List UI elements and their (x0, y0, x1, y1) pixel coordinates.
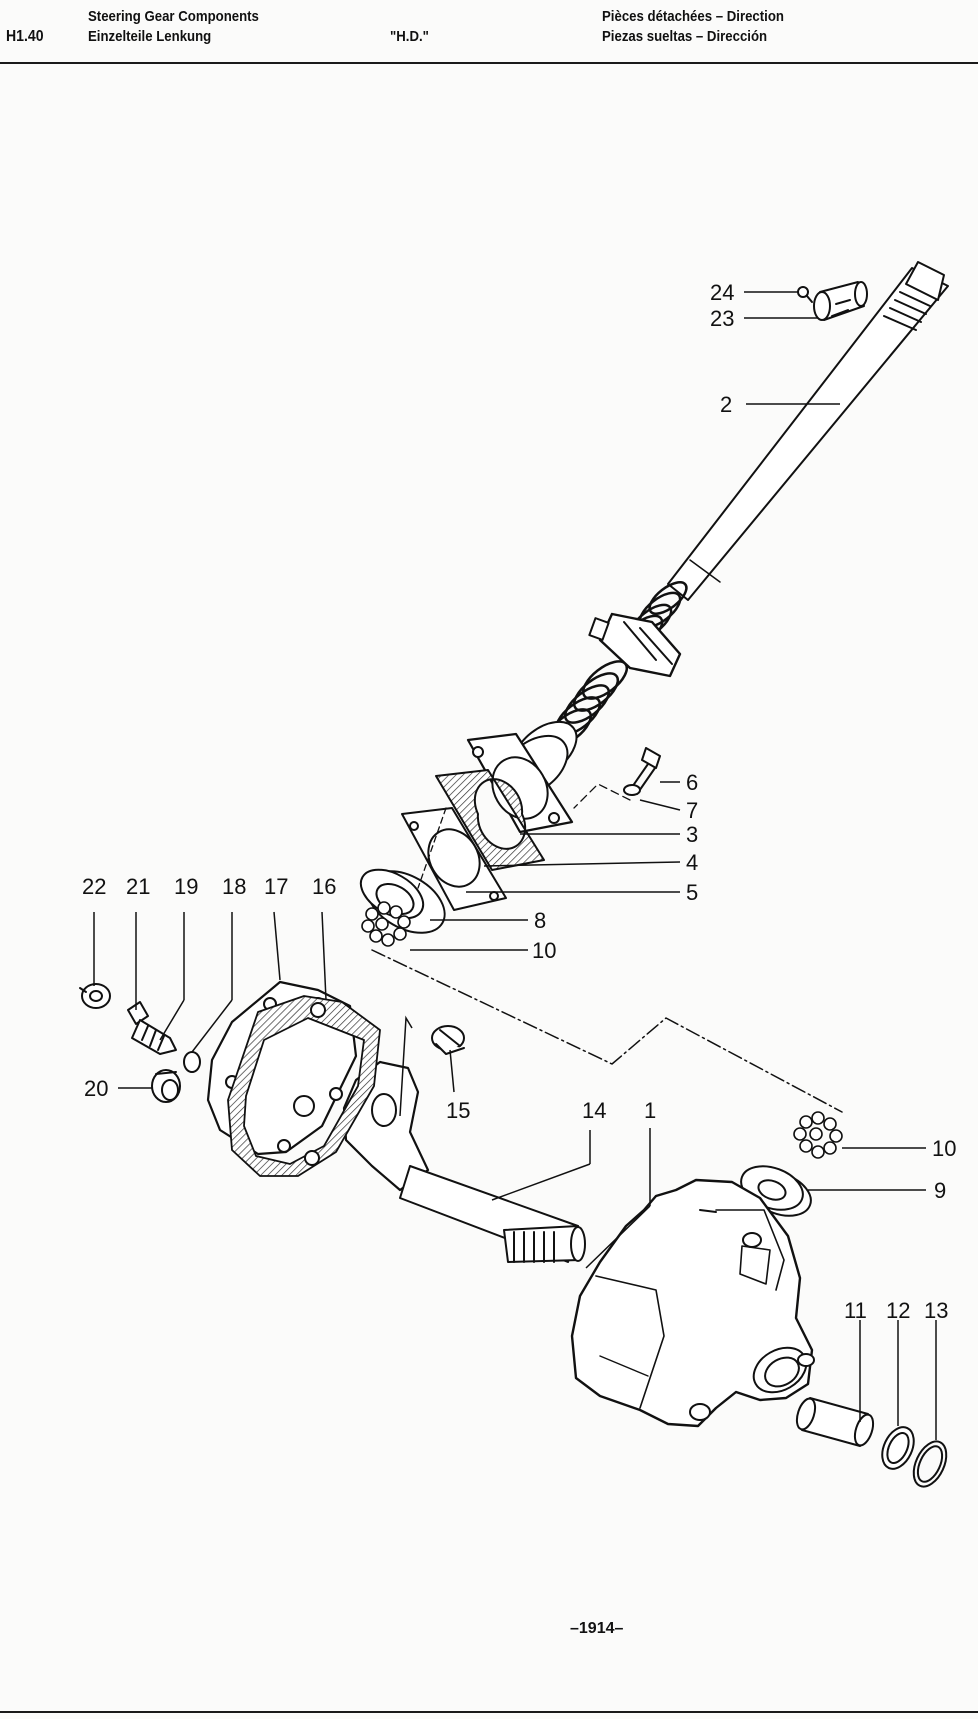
callout-9: 9 (934, 1178, 946, 1203)
locknut (79, 983, 111, 1009)
callout-14: 14 (582, 1098, 606, 1123)
spring-washer (623, 784, 641, 796)
page-number: –1914– (570, 1620, 624, 1637)
callout-2: 2 (720, 392, 732, 417)
callout-20: 20 (84, 1076, 108, 1101)
callout-16: 16 (312, 874, 336, 899)
side-cover-gasket (227, 995, 381, 1177)
upper-cover-plate (466, 732, 574, 834)
ball-ring-upper (361, 901, 411, 947)
callout-4: 4 (686, 850, 698, 875)
small-washer (183, 1051, 201, 1073)
shaft-cap (813, 281, 868, 321)
section-code: H1.40 (6, 28, 44, 45)
callout-11: 11 (844, 1298, 867, 1323)
callout-1: 1 (644, 1098, 656, 1123)
callout-10-upper: 10 (532, 938, 556, 963)
model-designation: "H.D." (390, 28, 429, 45)
callout-5: 5 (686, 880, 698, 905)
callout-15: 15 (446, 1098, 470, 1123)
steering-shaft (499, 261, 949, 798)
callout-23: 23 (710, 306, 734, 331)
bearing-cup (359, 868, 446, 934)
callout-17: 17 (264, 874, 288, 899)
callout-21: 21 (126, 874, 150, 899)
footer-rule (0, 1711, 978, 1713)
callout-8: 8 (534, 908, 546, 933)
shaft-bushing (795, 1397, 875, 1447)
steering-box-housing (570, 1178, 815, 1428)
callout-12: 12 (886, 1298, 910, 1323)
sector-shaft (342, 1060, 586, 1263)
ball-ring-lower (793, 1111, 843, 1159)
callout-18: 18 (222, 874, 246, 899)
adjusting-screw (431, 1025, 465, 1055)
header-rule (0, 62, 978, 64)
cover-gasket (435, 769, 545, 871)
filler-plug (151, 1069, 181, 1103)
callout-13: 13 (924, 1298, 948, 1323)
grease-nipple (797, 286, 813, 303)
oil-seal (881, 1426, 915, 1470)
callout-3: 3 (686, 822, 698, 847)
callout-24: 24 (710, 280, 734, 305)
title-spanish: Piezas sueltas – Dirección (602, 28, 768, 45)
callout-19: 19 (174, 874, 198, 899)
callout-6: 6 (686, 770, 698, 795)
callout-10-lower: 10 (932, 1136, 956, 1161)
title-english: Steering Gear Components (88, 8, 259, 25)
callout-labels: 24 23 2 6 7 3 4 5 8 10 10 9 11 12 13 1 1… (82, 280, 956, 1323)
callout-7: 7 (686, 798, 698, 823)
title-french: Pièces détachées – Direction (602, 8, 784, 25)
callout-22: 22 (82, 874, 106, 899)
shim-plate (401, 807, 507, 911)
leader-lines (93, 291, 937, 1440)
title-german: Einzelteile Lenkung (88, 28, 212, 45)
adjuster-screw (127, 1001, 177, 1055)
circlip (912, 1440, 948, 1488)
